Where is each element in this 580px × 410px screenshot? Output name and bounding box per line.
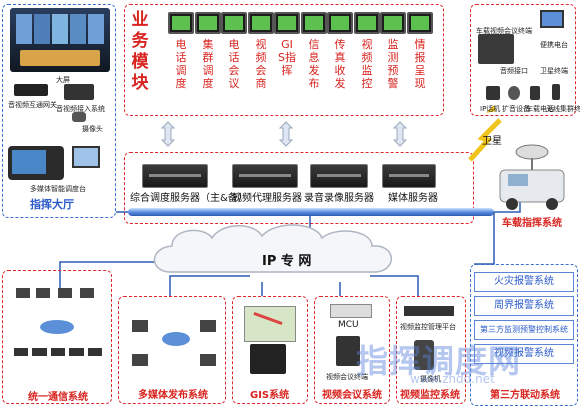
module-label: 情报呈现 — [414, 38, 426, 90]
monitor-platform-label: 视频监控管理平台 — [400, 323, 456, 331]
module-monitor-icon — [301, 12, 327, 34]
module-label: GIS指挥 — [278, 38, 296, 77]
video-wall-image — [10, 8, 110, 72]
av-gateway-device — [14, 84, 48, 96]
third-party-title: 第三方联动系统 — [490, 390, 560, 401]
module-label: 传真收发 — [334, 38, 346, 90]
module-monitor-icon — [327, 12, 353, 34]
vehicle-laptop-icon — [540, 10, 564, 28]
av-access-device — [64, 84, 94, 100]
vehicle-label-8: 无线集群终端 — [546, 105, 580, 113]
bottom-label-unified-comm: 统一通信系统 — [28, 392, 88, 403]
module-label: 集群调度 — [202, 38, 214, 90]
satellite-label: 卫星 — [482, 136, 502, 147]
big-screen-label: 大屏 — [56, 76, 70, 84]
mcu-label: MCU — [338, 320, 359, 330]
vehicle-label-6: 扩音设备 — [502, 105, 530, 113]
car-phone-icon — [530, 86, 540, 100]
gis-server-image — [250, 344, 286, 374]
dispatch-console-image — [8, 146, 64, 180]
module-label: 视频监控 — [361, 38, 373, 90]
vehicle-panel — [470, 4, 576, 116]
third-party-item-3: 第三方监测预警控制系统 — [474, 320, 574, 340]
satellite-signal — [468, 118, 502, 162]
ip-network-cloud — [153, 224, 393, 273]
module-monitor-icon — [168, 12, 194, 34]
radio-terminal-icon — [552, 84, 560, 100]
speaker-icon — [508, 86, 520, 100]
module-monitor-icon — [407, 12, 433, 34]
video-monitor-panel — [396, 296, 466, 404]
vehicle-label-7: 车载电话 — [526, 105, 554, 113]
ip-network-label: IP 专 网 — [262, 254, 312, 269]
bottom-label-video-monitor: 视频监控系统 — [400, 390, 460, 401]
module-label: 监测预警 — [387, 38, 399, 90]
module-monitor-icon — [195, 12, 221, 34]
ip-phone-icon — [486, 86, 500, 100]
av-access-label: 音视频接入系统 — [56, 105, 105, 113]
business-module-title: 业务模块 — [131, 10, 149, 93]
server-panel — [124, 152, 474, 224]
mcu-device — [330, 304, 372, 318]
module-monitor-icon — [354, 12, 380, 34]
command-hall-title: 指挥大厅 — [30, 198, 74, 211]
vehicle-label-1: 车载视频会议终端 — [476, 27, 532, 35]
vehicle-label-4: 卫星终端 — [540, 67, 568, 75]
bottom-label-multimedia: 多媒体发布系统 — [138, 390, 208, 401]
av-gateway-label: 音视频互通网关 — [8, 101, 57, 109]
watermark-text: 指挥调度网 — [356, 342, 522, 380]
gis-panel — [232, 296, 308, 404]
network-bus — [128, 208, 494, 216]
bottom-label-video-conf: 视频会议系统 — [322, 390, 382, 401]
module-label: 电话调度 — [175, 38, 187, 90]
monitor-platform-device — [404, 306, 454, 316]
server-icon-4 — [382, 164, 436, 188]
vehicle-label-5: IP话机 — [480, 105, 501, 113]
module-label: 视频会商 — [255, 38, 267, 90]
bottom-label-gis: GIS系统 — [250, 390, 290, 401]
camera-label: 摄像头 — [82, 125, 103, 133]
module-label: 电话会议 — [228, 38, 240, 90]
module-server-arrows — [160, 121, 408, 147]
vehicle-label-3: 音频接口 — [500, 67, 528, 75]
command-vehicle-image — [499, 144, 565, 210]
third-party-panel — [470, 264, 578, 406]
multimedia-panel — [118, 296, 226, 404]
vehicle-title: 车载指挥系统 — [502, 218, 562, 229]
server-label-1: 综合调度服务器（主&备） — [130, 193, 248, 204]
gis-map-image — [244, 306, 296, 342]
monitor-camera-image — [414, 340, 434, 370]
camera-icon — [72, 112, 86, 122]
module-monitor-icon — [248, 12, 274, 34]
module-label: 信息发布 — [308, 38, 320, 90]
unified-comm-panel — [2, 270, 112, 404]
server-icon-3 — [310, 164, 368, 188]
watermark-url: www.zhdd.net — [410, 372, 495, 386]
vc-terminal-label: 视频会议终端 — [326, 373, 368, 381]
camera-device-label: 摄像机 — [420, 375, 441, 383]
third-party-item-1: 火灾报警系统 — [474, 272, 574, 292]
vc-terminal-image — [336, 336, 360, 366]
server-icon-2 — [232, 164, 298, 188]
vehicle-label-2: 便携电台 — [540, 41, 568, 49]
vehicle-rack-device — [478, 34, 514, 64]
server-label-4: 媒体服务器 — [388, 193, 438, 204]
video-conf-panel — [314, 296, 390, 404]
third-party-item-2: 周界报警系统 — [474, 296, 574, 316]
module-monitor-icon — [274, 12, 300, 34]
server-label-3: 录音录像服务器 — [304, 193, 374, 204]
business-module-panel — [124, 4, 444, 116]
multimedia-diagram — [128, 316, 218, 372]
third-party-item-4: 视频报警系统 — [474, 344, 574, 364]
dispatch-console-label: 多媒体智能调度台 — [30, 185, 86, 193]
command-hall-panel — [2, 4, 116, 218]
server-icon-1 — [142, 164, 208, 188]
unified-comm-network-diagram — [10, 282, 106, 378]
console-computer-icon — [72, 146, 100, 168]
module-monitor-icon — [380, 12, 406, 34]
server-label-2: 视频代理服务器 — [232, 193, 302, 204]
module-monitor-icon — [221, 12, 247, 34]
